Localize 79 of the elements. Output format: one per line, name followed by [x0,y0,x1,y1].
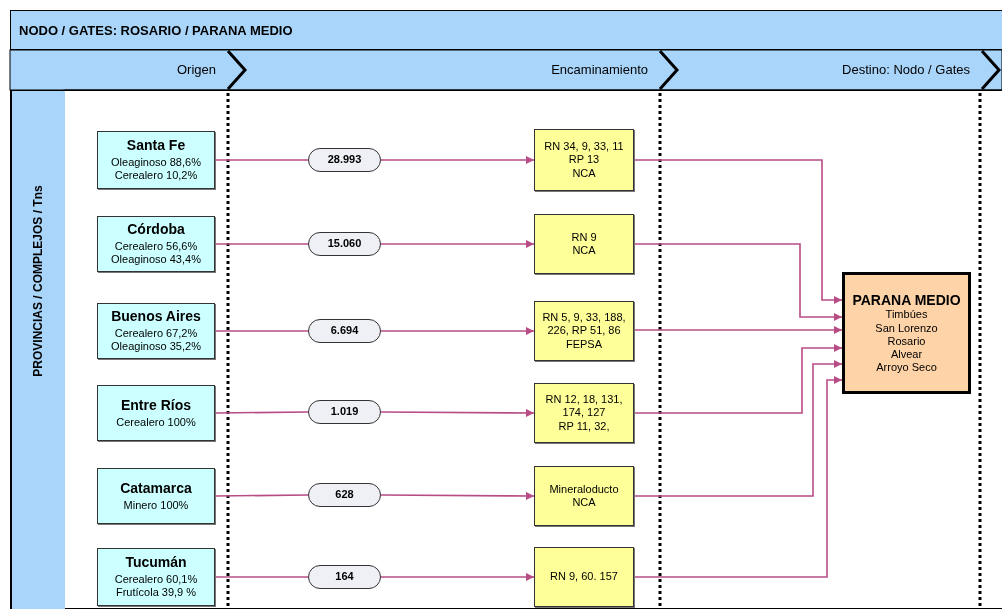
volume-value: 28.993 [327,153,362,167]
share-text: Cerealero 100% [116,415,196,429]
route-text: 174, 127 [562,406,606,420]
connector-arrow [633,344,843,414]
connector-arrow [633,376,843,578]
volume-pill [308,232,381,256]
route-text: RN 9 [571,230,597,244]
route-box [534,383,634,443]
province-name: Tucumán [125,554,187,572]
volume-value: 6.694 [330,324,359,338]
province-name: Córdoba [127,221,185,239]
province-name: Entre Ríos [121,397,191,414]
share-text: Oleaginoso 35,2% [111,340,201,354]
connector-arrow [633,159,843,304]
province-box [97,548,215,606]
destination-name: PARANA MEDIO [852,291,961,309]
route-text: RP 13 [568,153,600,167]
gate-name: Timbúes [885,308,928,322]
share-text: Oleaginoso 88,6% [111,156,201,170]
province-box [97,385,215,441]
route-text: NCA [572,496,596,510]
volume-value: 164 [335,570,354,584]
connector-arrow [633,326,843,334]
destination-box [842,272,971,394]
diagram-title: NODO / GATES: ROSARIO / PARANA MEDIO [10,10,1002,50]
connector-arrow [633,243,843,321]
connector-arrow [380,491,535,500]
volume-pill [308,319,381,343]
connector-arrow [380,573,535,581]
phase-label: Origen [176,62,216,78]
province-box [97,131,215,189]
swimlane [10,90,1002,609]
route-text: RN 34, 9, 33, 11 [544,140,624,154]
share-text: Cerealero 10,2% [114,169,198,183]
volume-pill [308,483,381,507]
route-text: FEPSA [565,337,603,351]
route-box [534,466,634,526]
share-text: Minero 100% [123,498,189,512]
share-text: Cerealero 56,6% [114,240,198,254]
province-box [97,216,215,272]
province-box [97,468,215,524]
route-text: Mineraloducto [549,482,619,496]
connector-arrow [380,408,535,417]
connector-arrow [633,360,843,497]
connector-arrow [380,156,535,164]
route-box [534,129,634,191]
route-box [534,301,634,361]
province-box [97,303,215,359]
gate-name: Alvear [890,348,923,362]
lane-label: PROVINCIAS / COMPLEJOS / Tns [30,185,46,377]
phase-label: Encaminamiento [551,62,648,78]
share-text: Cerealero 67,2% [114,327,198,341]
volume-value: 628 [335,488,354,502]
volume-value: 15.060 [327,237,362,251]
volume-pill [308,565,381,589]
route-text: RN 5, 9, 33, 188, [542,311,626,325]
connector-arrow [380,240,535,248]
volume-value: 1.019 [330,405,359,419]
route-text: RP 11, 32, [558,419,610,433]
gate-name: Arroyo Seco [876,361,937,375]
province-name: Buenos Aires [111,308,201,326]
route-box [534,547,634,607]
phase-label: Destino: Nodo / Gates [842,62,970,78]
route-text: NCA [572,166,596,180]
connector-arrow [380,327,535,335]
route-text: RN 12, 18, 131, [545,393,623,407]
route-text: NCA [572,244,596,258]
share-text: Frutícola 39,9 % [115,586,197,600]
share-text: Cerealero 60,1% [114,573,198,587]
volume-pill [308,148,381,172]
gate-name: San Lorenzo [875,321,938,335]
route-box [534,214,634,274]
province-name: Catamarca [120,480,192,497]
gate-name: Rosario [887,334,926,348]
route-text: RN 9, 60. 157 [550,570,618,584]
share-text: Oleaginoso 43,4% [111,253,201,267]
volume-pill [308,400,381,424]
route-text: 226, RP 51, 86 [547,324,621,338]
province-name: Santa Fe [126,137,186,155]
